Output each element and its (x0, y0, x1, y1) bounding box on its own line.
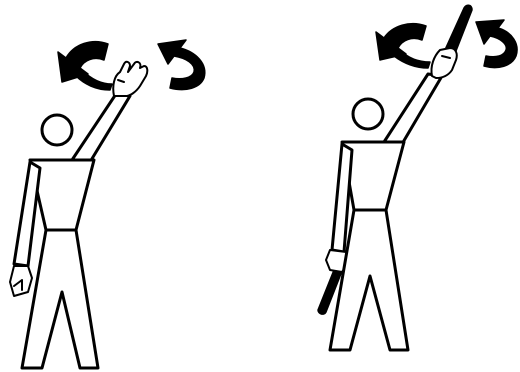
figure-left (10, 40, 205, 368)
curved-arrow-left-icon (58, 42, 112, 90)
curved-arrow-right-icon (158, 40, 205, 90)
legs (22, 230, 98, 368)
curved-arrow-right-icon (476, 20, 517, 68)
head (42, 115, 72, 145)
curved-arrow-left-icon (376, 24, 430, 68)
raised-arm (72, 94, 130, 162)
head (353, 99, 383, 129)
lowered-arm (14, 162, 40, 266)
fist-icon (10, 266, 32, 296)
figure-right (318, 5, 517, 350)
open-hand-icon (113, 62, 147, 96)
raised-arm (384, 74, 442, 144)
gripping-hand-icon (431, 48, 456, 78)
